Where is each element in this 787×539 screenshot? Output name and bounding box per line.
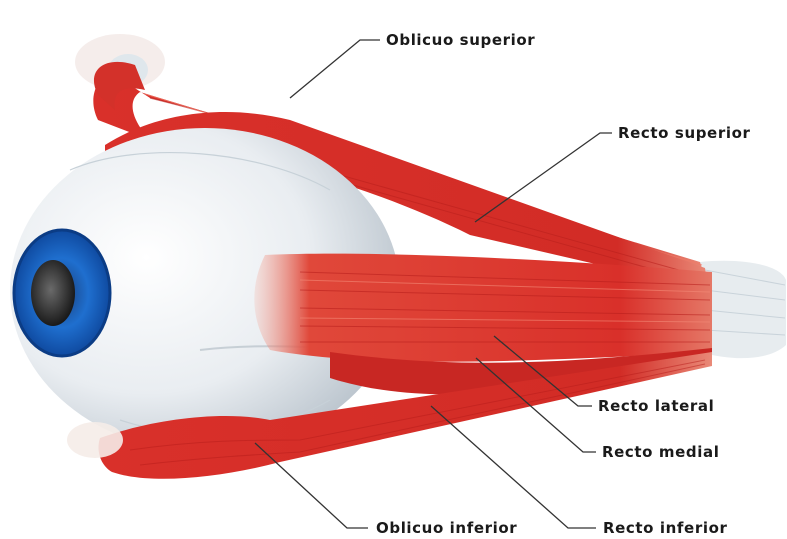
label-recto-inferior: Recto inferior (603, 519, 727, 537)
label-recto-lateral: Recto lateral (598, 397, 714, 415)
pupil (31, 260, 75, 326)
label-recto-medial: Recto medial (602, 443, 719, 461)
leader-oblicuo-superior (290, 40, 380, 98)
label-oblicuo-superior: Oblicuo superior (386, 31, 535, 49)
leader-recto-inferior (431, 406, 596, 528)
label-recto-superior: Recto superior (618, 124, 750, 142)
annulus-of-zinn (700, 261, 786, 358)
label-oblicuo-inferior: Oblicuo inferior (376, 519, 517, 537)
lateral-rectus-muscle (254, 254, 712, 362)
